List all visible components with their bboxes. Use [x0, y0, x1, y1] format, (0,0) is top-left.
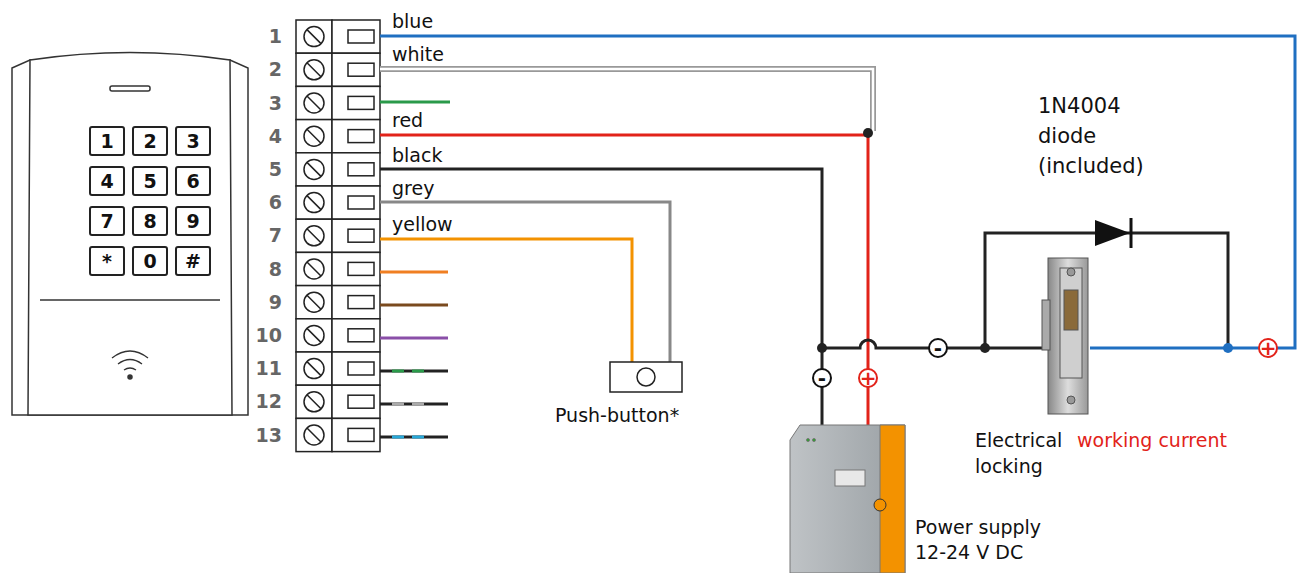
key-label: 4 — [100, 170, 113, 192]
black-wire — [380, 169, 822, 573]
terminal-number: 11 — [256, 359, 282, 378]
polarity-sign: - — [928, 338, 948, 358]
wire-colour-name: black — [392, 146, 442, 165]
terminal-block — [296, 20, 380, 452]
keypad-key: 8 — [132, 206, 168, 236]
keypad-key: 3 — [175, 126, 211, 156]
wire-colour-name: grey — [392, 179, 434, 198]
polarity-sign: - — [812, 368, 832, 388]
keypad-key: 2 — [132, 126, 168, 156]
key-label: 1 — [100, 130, 113, 152]
key-label: 8 — [143, 210, 156, 232]
yellow-wire — [380, 239, 632, 362]
keypad-housing — [12, 53, 248, 416]
keypad-key: * — [89, 246, 125, 276]
diode-type: 1N4004 — [1038, 96, 1121, 117]
power-supply-voltage: 12-24 V DC — [915, 543, 1023, 562]
terminal-number: 13 — [256, 426, 282, 445]
key-label: 3 — [186, 130, 199, 152]
diode-note: (included) — [1038, 156, 1144, 177]
wire-colour-name: yellow — [392, 215, 453, 234]
key-label: 2 — [143, 130, 156, 152]
terminal-number: 7 — [269, 226, 282, 245]
unused-wires — [380, 102, 450, 437]
wire-colour-name: red — [392, 111, 423, 130]
key-label: 6 — [186, 170, 199, 192]
power-supply-box — [790, 425, 905, 573]
lock-label-highlight: working current — [1077, 431, 1227, 450]
terminal-number: 8 — [269, 260, 282, 279]
keypad-key: # — [175, 246, 211, 276]
diode-symbol — [1095, 218, 1131, 248]
keypad-key: 6 — [175, 166, 211, 196]
key-label: 5 — [143, 170, 156, 192]
keypad-key: 1 — [89, 126, 125, 156]
white-wire — [380, 69, 873, 131]
key-label: # — [185, 250, 201, 272]
grey-wire — [380, 202, 670, 362]
key-label: 9 — [186, 210, 199, 232]
keypad-key: 0 — [132, 246, 168, 276]
terminal-number: 10 — [256, 326, 282, 345]
terminal-number: 6 — [269, 193, 282, 212]
terminal-number: 4 — [269, 127, 282, 146]
push-button — [610, 362, 682, 392]
terminal-number: 9 — [269, 293, 282, 312]
keypad-key: 5 — [132, 166, 168, 196]
terminal-number: 12 — [256, 392, 282, 411]
key-label: * — [102, 250, 112, 272]
keypad-key: 4 — [89, 166, 125, 196]
wires — [380, 36, 1295, 573]
push-button-label: Push-button* — [555, 406, 679, 425]
diode-label: diode — [1038, 126, 1096, 147]
keypad-key: 7 — [89, 206, 125, 236]
key-label: 7 — [100, 210, 113, 232]
lock-label: locking — [975, 457, 1043, 476]
lock-label: Electrical — [975, 431, 1062, 450]
wire-colour-name: white — [392, 45, 444, 64]
terminal-number: 3 — [269, 94, 282, 113]
terminal-number: 5 — [269, 160, 282, 179]
keypad-key: 9 — [175, 206, 211, 236]
blue-wire — [380, 36, 1295, 348]
junction-dots — [817, 128, 1233, 353]
electric-strike-lock — [1042, 258, 1088, 414]
terminal-number: 2 — [269, 60, 282, 79]
power-supply-label: Power supply — [915, 518, 1041, 537]
polarity-sign: + — [1258, 338, 1278, 358]
polarity-sign: + — [858, 368, 878, 388]
wire-colour-name: blue — [392, 12, 433, 31]
terminal-number: 1 — [269, 27, 282, 46]
diode-wire — [985, 233, 1228, 348]
key-label: 0 — [143, 250, 156, 272]
